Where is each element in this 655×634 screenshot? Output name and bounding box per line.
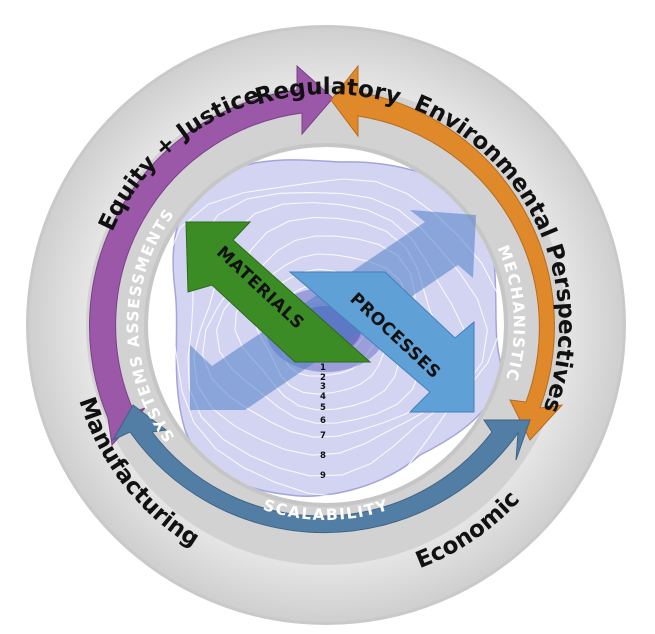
level-number: 9 [320, 471, 326, 481]
background-arrow-up [190, 210, 476, 410]
systems-assessments-arrow [89, 64, 334, 447]
processes-arrow[interactable] [288, 271, 475, 413]
mechanistic-arrow [330, 64, 564, 441]
contour-line [202, 216, 445, 438]
contour-line [215, 235, 421, 424]
contour-line [193, 201, 469, 456]
level-number: 4 [320, 392, 326, 402]
materials-arrow[interactable] [185, 221, 372, 363]
level-number: 7 [320, 431, 326, 441]
level-number: 1 [320, 363, 326, 373]
contour-line [165, 178, 502, 498]
inner-ring-line [144, 143, 508, 507]
contour-line [187, 192, 488, 477]
level-number: 2 [320, 373, 326, 383]
level-number: 3 [320, 382, 326, 392]
level-number: 5 [320, 403, 326, 413]
level-number: 6 [320, 416, 326, 426]
scalability-arrow [111, 404, 531, 534]
level-number: 8 [320, 451, 326, 461]
